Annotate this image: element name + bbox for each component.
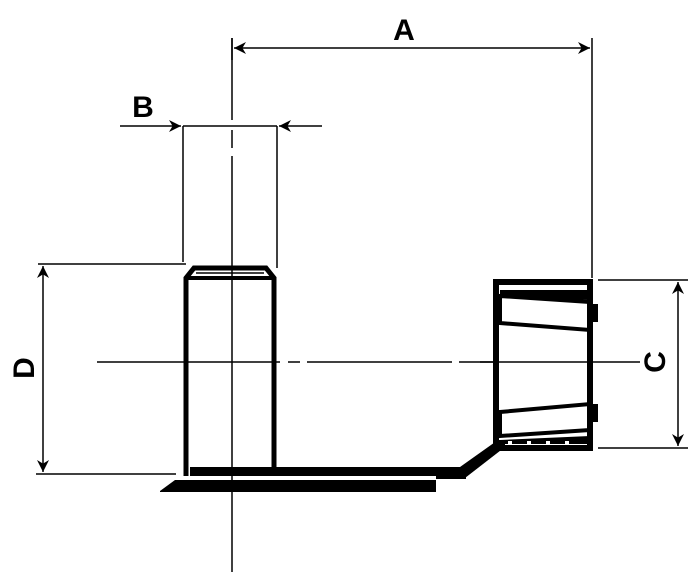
pin — [183, 265, 277, 476]
dimension-label-a: A — [393, 14, 415, 47]
dimension-b: B — [120, 91, 322, 268]
dimension-d: D — [8, 263, 186, 475]
base-plate — [160, 440, 505, 492]
dimension-label-c: C — [639, 351, 672, 373]
dimension-label-d: D — [8, 357, 41, 379]
dimension-a: A — [231, 14, 593, 278]
dimension-c: C — [598, 279, 688, 449]
bearing — [493, 279, 598, 451]
dimension-label-b: B — [132, 91, 154, 124]
